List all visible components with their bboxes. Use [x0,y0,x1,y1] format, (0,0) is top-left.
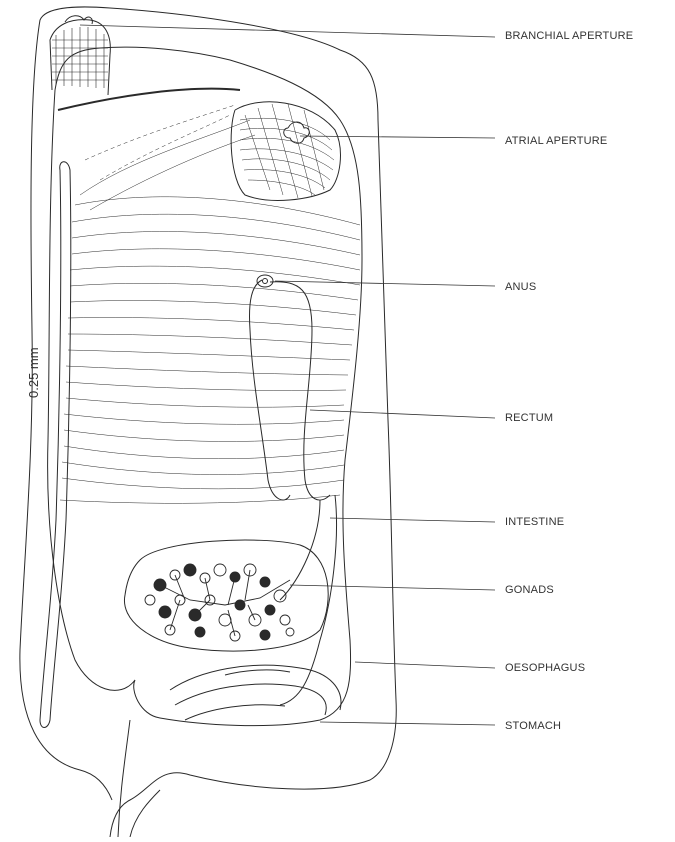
label-intestine: INTESTINE [505,516,564,528]
gonad-chamber [124,540,328,651]
stalk [118,720,130,837]
scale-bar-label: 0.25 mm [26,347,41,398]
stomach-folds [170,665,341,720]
leader-stomach [320,722,495,725]
label-gonads: GONADS [505,584,554,596]
leader-oesophagus [355,662,495,668]
leader-branchial [80,25,495,37]
leader-atrial [300,136,495,138]
branchial-mesh [52,27,108,88]
label-oesophagus: OESOPHAGUS [505,662,585,674]
leader-anus [275,281,495,286]
label-atrial-aperture: ATRIAL APERTURE [505,135,607,147]
gonad-cluster [145,564,294,641]
label-branchial-aperture: BRANCHIAL APERTURE [505,30,633,42]
tunic-outline [20,7,396,837]
leader-intestine [330,518,495,522]
collar-band [58,89,240,110]
label-anus: ANUS [505,281,536,293]
body-outline [48,47,362,725]
label-stomach: STOMACH [505,720,561,732]
muscle-fibres [60,105,360,503]
leader-rectum [310,410,495,418]
endostyle [40,162,71,728]
label-rectum: RECTUM [505,412,553,424]
atrial-siphon [231,102,340,201]
